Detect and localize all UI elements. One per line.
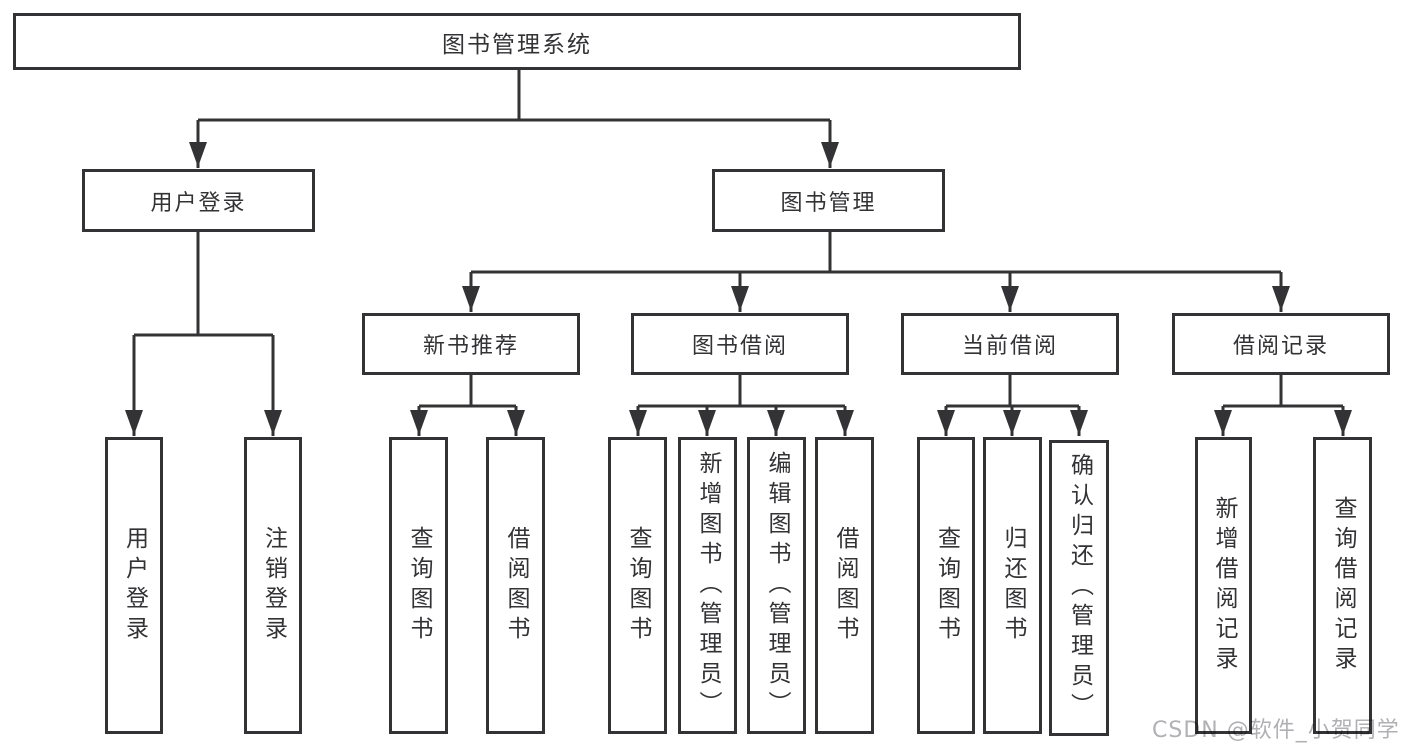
- leaf-logout: 注销登录: [244, 437, 302, 734]
- leaf-add-book-admin: 新增图书（管理员）: [678, 437, 737, 734]
- leaf-return-books: 归还图书: [983, 437, 1042, 734]
- leaf-user-login: 用户登录: [105, 437, 163, 734]
- node-label: 用户登录: [121, 525, 148, 646]
- leaf-query-borrow-record: 查询借阅记录: [1313, 437, 1372, 734]
- node-label: 编辑图书（管理员）: [764, 450, 790, 721]
- node-label: 查询图书: [406, 525, 432, 646]
- node-book-management-system: 图书管理系统: [13, 13, 1021, 70]
- node-current-borrow: 当前借阅: [901, 313, 1119, 375]
- node-label: 图书管理: [780, 190, 877, 216]
- leaf-query-books-borrow: 查询图书: [608, 437, 667, 734]
- node-user-login: 用户登录: [82, 169, 315, 232]
- node-label: 借阅图书: [503, 525, 529, 646]
- leaf-confirm-return-admin: 确认归还（管理员）: [1049, 440, 1109, 736]
- node-label: 查询借阅记录: [1330, 495, 1356, 676]
- node-label: 新书推荐: [422, 334, 519, 359]
- node-label: 归还图书: [1000, 525, 1026, 646]
- node-label: 新增图书（管理员）: [695, 450, 721, 721]
- node-label: 查询图书: [933, 525, 960, 646]
- leaf-borrow-books: 借阅图书: [815, 437, 874, 734]
- node-label: 用户登录: [150, 190, 247, 216]
- arrowheads: [125, 142, 1352, 435]
- node-borrow-records: 借阅记录: [1172, 313, 1390, 375]
- node-new-book-recommend: 新书推荐: [362, 313, 580, 375]
- leaf-add-borrow-record: 新增借阅记录: [1195, 437, 1252, 734]
- node-label: 注销登录: [260, 525, 287, 646]
- node-label: 新增借阅记录: [1211, 495, 1237, 676]
- node-label: 图书管理系统: [442, 31, 592, 58]
- connector-strokes: [132, 70, 1345, 436]
- leaf-query-books-current: 查询图书: [917, 437, 975, 734]
- watermark: CSDN @软件_小贺同学: [1152, 718, 1400, 743]
- leaf-borrow-books-recommend: 借阅图书: [486, 437, 545, 734]
- node-label: 确认归还（管理员）: [1066, 453, 1093, 723]
- leaf-edit-book-admin: 编辑图书（管理员）: [747, 437, 806, 734]
- node-book-management: 图书管理: [712, 169, 945, 232]
- node-label: 当前借阅: [961, 334, 1058, 359]
- node-book-borrow: 图书借阅: [631, 313, 849, 375]
- node-label: 查询图书: [625, 525, 651, 646]
- node-label: 借阅记录: [1232, 334, 1329, 359]
- node-label: 借阅图书: [832, 525, 858, 646]
- node-label: 图书借阅: [691, 334, 788, 359]
- leaf-query-books-recommend: 查询图书: [389, 437, 448, 734]
